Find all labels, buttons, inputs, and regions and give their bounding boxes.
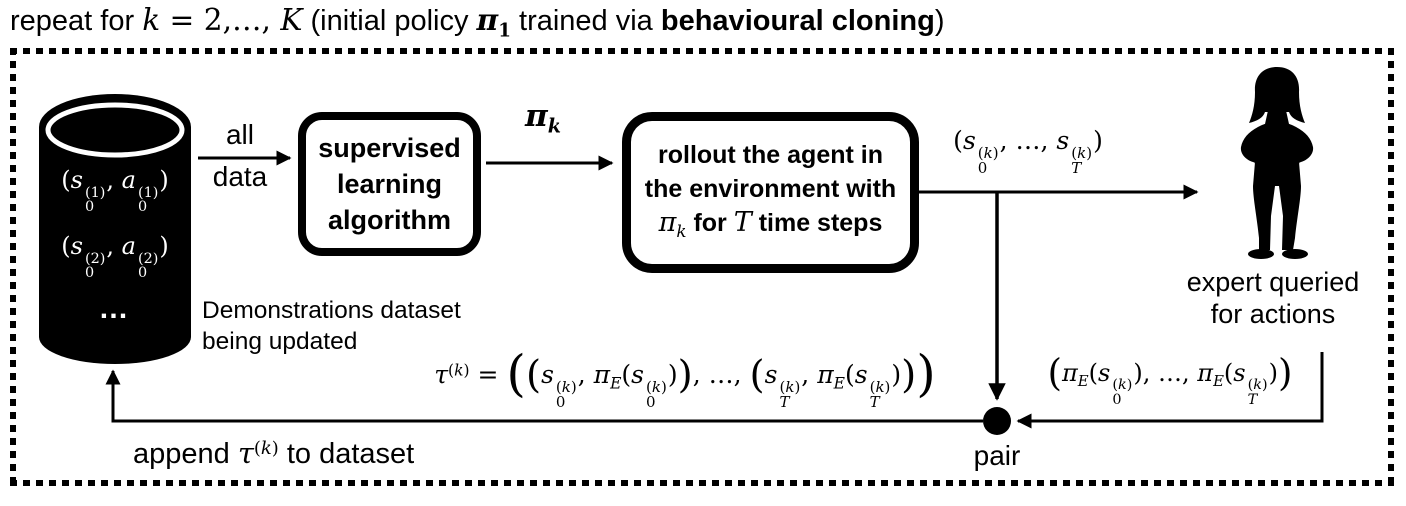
frame-border-top: [10, 48, 1394, 54]
expert-person-icon: [1240, 67, 1314, 259]
all-data-label-line1: all: [225, 119, 254, 150]
supervised-box-line3: algorithm: [327, 205, 451, 235]
states-sequence-label: (s(k)0, …, s(k)T): [953, 126, 1103, 178]
rollout-box-line1: rollout the agent in: [658, 140, 883, 169]
rollout-box-line2: the environment with: [644, 174, 897, 203]
expert-actions-label: (πE(s(k)0), …, πE(s(k)T)): [1047, 350, 1293, 408]
dataset-entry-1: (s(1)0, a(1)0): [61, 166, 169, 216]
expert-caption-line2: for actions: [1210, 299, 1336, 329]
frame-border-bottom: [10, 480, 1394, 486]
supervised-box-line2: learning: [336, 169, 443, 199]
pair-label: pair: [973, 440, 1021, 471]
dataset-ellipsis: …: [98, 292, 132, 325]
dataset-caption-line1: Demonstrations dataset: [202, 297, 461, 324]
all-data-label-line2: data: [212, 161, 268, 192]
policy-label: πk: [524, 98, 561, 138]
expert-caption: expert queried for actions: [1178, 266, 1368, 330]
loop-frame: [10, 48, 1394, 486]
rollout-box-line3: πk for T time steps: [658, 206, 883, 241]
frame-border-right: [1388, 48, 1394, 486]
supervised-learning-box: supervised learning algorithm: [298, 112, 481, 256]
append-to-dataset-label: append τ(k) to dataset: [133, 436, 415, 470]
frame-border-left: [10, 48, 16, 486]
supervised-box-line1: supervised: [318, 133, 461, 163]
rollout-box: rollout the agent in the environment wit…: [622, 112, 919, 273]
expert-caption-line1: expert queried: [1186, 267, 1360, 297]
dataset-entry-2: (s(2)0, a(2)0): [61, 232, 169, 282]
dataset-caption: Demonstrations dataset being updated: [202, 295, 461, 357]
trajectory-formula: τ(k) = ((s(k)0, πE(s(k)0)), …, (s(k)T, π…: [434, 344, 936, 411]
loop-title: repeat for k = 2,…, K (initial policy π1…: [10, 2, 945, 42]
database-icon: [39, 94, 191, 364]
dataset-caption-line2: being updated: [202, 328, 358, 355]
